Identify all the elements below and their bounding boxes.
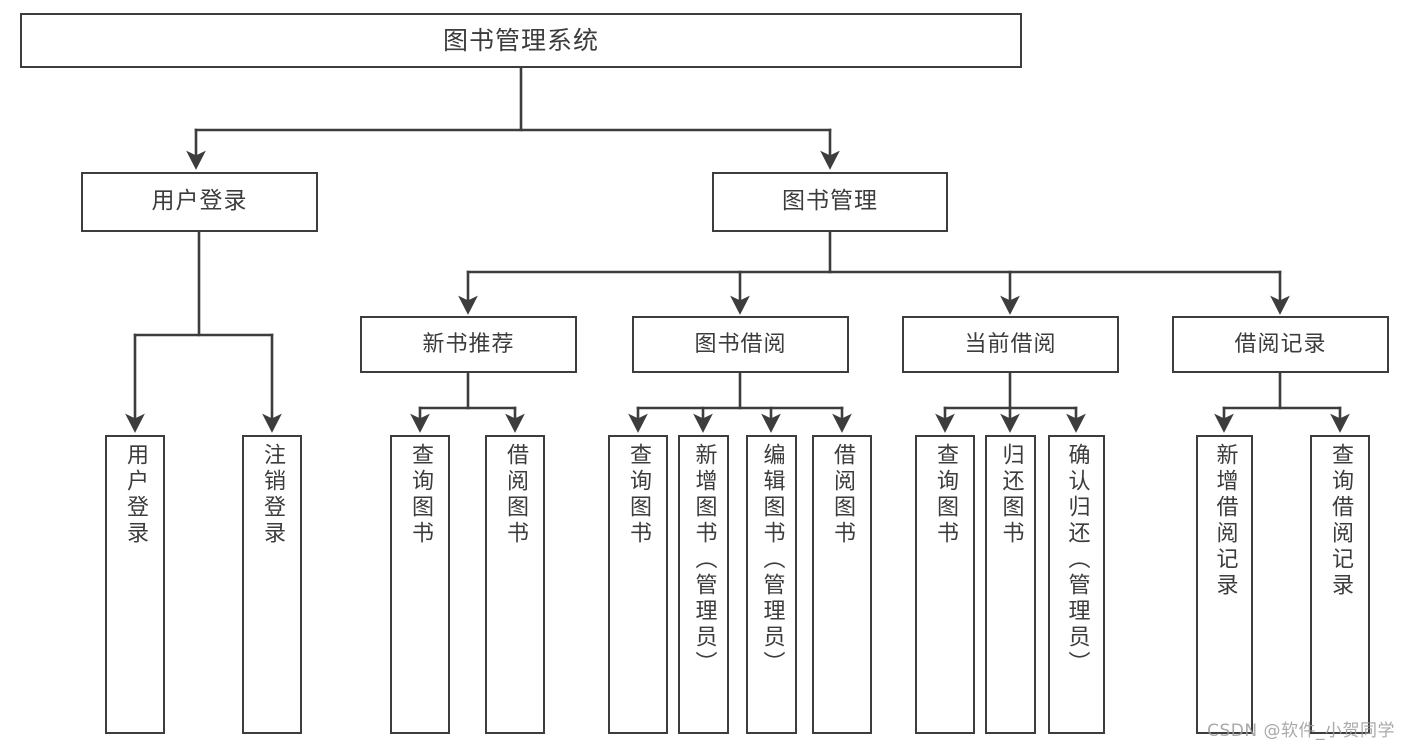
node-label: 借阅图书: [830, 443, 855, 547]
node-leaf-query-book-borrow[interactable]: 查询图书: [608, 435, 668, 734]
node-current-borrow[interactable]: 当前借阅: [902, 316, 1119, 373]
node-leaf-query-borrow-record[interactable]: 查询借阅记录: [1310, 435, 1370, 734]
node-label: 查询借阅记录: [1328, 443, 1353, 599]
node-label: 新增借阅记录: [1212, 443, 1238, 599]
node-label: 查询图书: [933, 443, 958, 547]
node-label: 归还图书: [998, 443, 1024, 547]
node-leaf-confirm-return-admin[interactable]: 确认归还（管理员）: [1048, 435, 1105, 734]
node-label: 图书管理: [782, 188, 878, 215]
node-leaf-edit-book-admin[interactable]: 编辑图书（管理员）: [746, 435, 797, 734]
node-label: 注销登录: [260, 443, 285, 547]
node-root-book-management-system[interactable]: 图书管理系统: [20, 13, 1022, 68]
node-leaf-user-logout[interactable]: 注销登录: [242, 435, 302, 734]
node-leaf-add-book-admin[interactable]: 新增图书（管理员）: [678, 435, 729, 734]
node-label: 确认归还（管理员）: [1064, 443, 1090, 677]
watermark-text: CSDN @软件_小贺同学: [1207, 721, 1395, 741]
node-borrow-record[interactable]: 借阅记录: [1172, 316, 1389, 373]
node-label: 借阅记录: [1234, 331, 1327, 357]
node-leaf-query-book-current[interactable]: 查询图书: [915, 435, 975, 734]
node-leaf-borrow-book-recommend[interactable]: 借阅图书: [485, 435, 545, 734]
node-leaf-borrow-book[interactable]: 借阅图书: [812, 435, 872, 734]
node-label: 图书借阅: [694, 331, 787, 357]
node-label: 查询图书: [408, 443, 433, 547]
node-label: 用户登录: [123, 443, 148, 547]
node-label: 用户登录: [151, 188, 248, 215]
node-label: 图书管理系统: [442, 25, 599, 55]
node-new-book-recommend[interactable]: 新书推荐: [360, 316, 577, 373]
node-label: 借阅图书: [503, 443, 528, 547]
node-label: 当前借阅: [964, 331, 1057, 357]
node-leaf-return-book[interactable]: 归还图书: [985, 435, 1036, 734]
node-book-borrow[interactable]: 图书借阅: [632, 316, 849, 373]
node-leaf-query-book-recommend[interactable]: 查询图书: [390, 435, 450, 734]
node-label: 新书推荐: [422, 331, 515, 357]
node-label: 新增图书（管理员）: [691, 443, 717, 677]
node-label: 查询图书: [626, 443, 651, 547]
node-book-management[interactable]: 图书管理: [712, 172, 948, 232]
node-leaf-add-borrow-record[interactable]: 新增借阅记录: [1196, 435, 1253, 734]
node-user-login[interactable]: 用户登录: [81, 172, 318, 232]
node-label: 编辑图书（管理员）: [759, 443, 785, 677]
node-leaf-user-login[interactable]: 用户登录: [105, 435, 165, 734]
